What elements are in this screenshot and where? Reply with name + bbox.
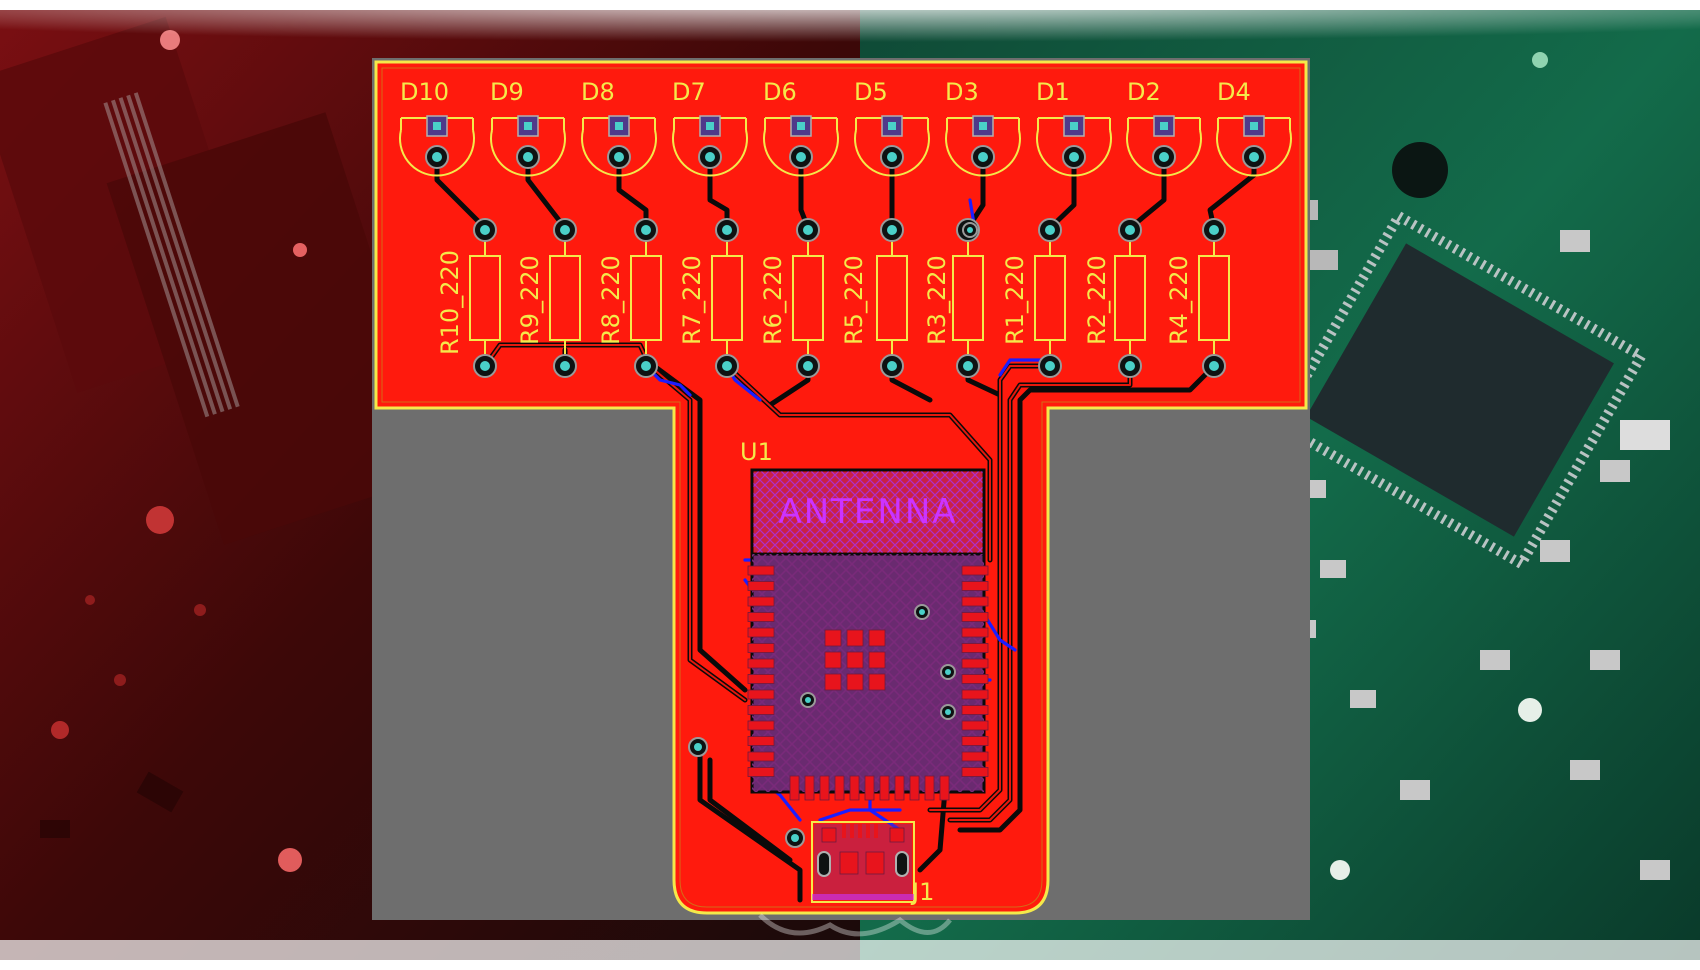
resistor-footprints <box>469 218 1230 378</box>
led-footprint <box>854 115 930 177</box>
diode-label: D9 <box>490 78 524 106</box>
vias <box>688 222 978 848</box>
resistor-label: R3_220 <box>923 255 951 345</box>
led-footprint <box>399 115 475 177</box>
led-footprints <box>399 115 1292 177</box>
led-footprint <box>581 115 657 177</box>
diode-label: D3 <box>945 78 979 106</box>
resistor-label: R2_220 <box>1083 255 1111 345</box>
led-footprint <box>1216 115 1292 177</box>
led-footprint <box>490 115 566 177</box>
resistor-labels: R10_220 R9_220 R8_220 R7_220 R6_220 R5_2… <box>436 250 1193 355</box>
resistor-footprint <box>630 218 662 378</box>
resistor-label: R6_220 <box>759 255 787 345</box>
resistor-footprint <box>792 218 824 378</box>
resistor-label: R5_220 <box>840 255 868 345</box>
diode-label: D1 <box>1036 78 1070 106</box>
diode-label: D10 <box>400 78 449 106</box>
led-footprint <box>1036 115 1112 177</box>
resistor-label: R8_220 <box>597 255 625 345</box>
led-footprint <box>672 115 748 177</box>
diode-label: D8 <box>581 78 615 106</box>
resistor-footprint <box>549 218 581 378</box>
esp-module-u1: U1 ANTENNA <box>740 438 989 801</box>
diode-label: D7 <box>672 78 706 106</box>
led-footprint <box>1126 115 1202 177</box>
resistor-footprint <box>1114 218 1146 378</box>
module-center-pads <box>824 629 886 691</box>
board-outline <box>374 60 1308 915</box>
resistor-footprint <box>469 218 501 378</box>
resistor-label: R7_220 <box>678 255 706 345</box>
resistor-footprint <box>876 218 908 378</box>
module-pads <box>747 565 989 801</box>
resistor-label: R1_220 <box>1001 255 1029 345</box>
resistor-label: R4_220 <box>1165 255 1193 345</box>
led-footprint <box>763 115 839 177</box>
diode-label: D5 <box>854 78 888 106</box>
diode-labels: D10 D9 D8 D7 D6 D5 D3 D1 D2 D4 <box>400 78 1251 106</box>
module-ref-label: U1 <box>740 438 773 466</box>
diode-label: D2 <box>1127 78 1161 106</box>
diode-label: D4 <box>1217 78 1251 106</box>
antenna-label: ANTENNA <box>778 492 957 532</box>
watermark-logo <box>758 913 952 937</box>
connector-ref-label: J1 <box>910 878 934 906</box>
resistor-footprint <box>1198 218 1230 378</box>
resistor-label: R10_220 <box>436 250 464 355</box>
usb-connector-j1: J1 <box>811 821 934 906</box>
resistor-footprint <box>1034 218 1066 378</box>
diode-label: D6 <box>763 78 797 106</box>
led-footprint <box>945 115 1021 177</box>
resistor-footprint <box>711 218 743 378</box>
resistor-label: R9_220 <box>516 255 544 345</box>
